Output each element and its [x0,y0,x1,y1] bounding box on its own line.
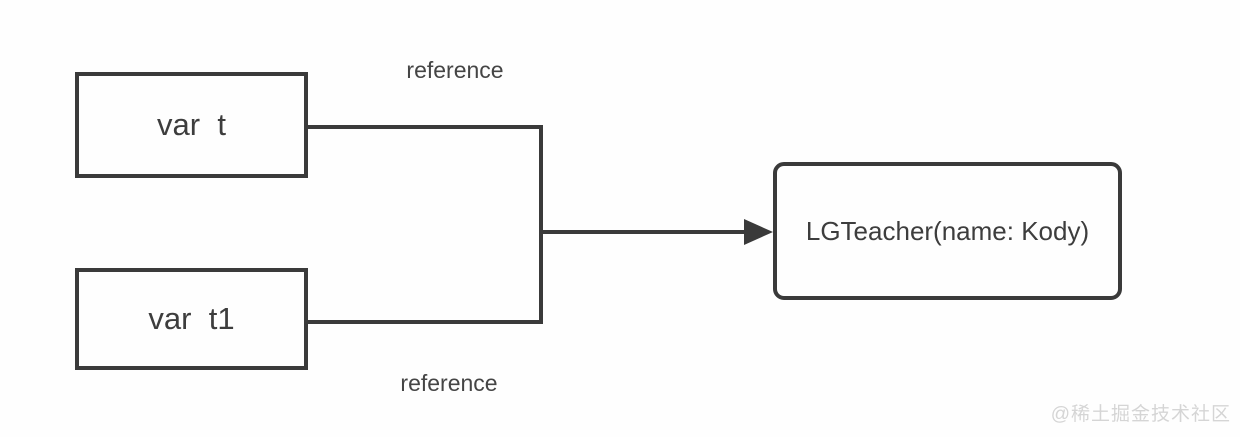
arrow-head-icon [744,219,773,245]
node-var-t-label: var t [157,107,226,142]
node-var-t1: var t1 [75,268,308,370]
reference-label-bottom: reference [400,370,498,396]
juejin-watermark: @稀土掘金技术社区 [1050,404,1231,425]
node-lgteacher-object: LGTeacher(name: Kody) [773,162,1122,300]
node-var-t1-label: var t1 [148,301,235,336]
connector-var-t-horizontal [306,125,543,129]
node-var-t: var t [75,72,308,178]
reference-label-top: reference [406,57,504,83]
node-lgteacher-label: LGTeacher(name: Kody) [805,215,1090,246]
connector-arrow-shaft [541,230,746,234]
connector-var-t1-horizontal [306,320,543,324]
connector-merge-vertical [539,125,543,324]
